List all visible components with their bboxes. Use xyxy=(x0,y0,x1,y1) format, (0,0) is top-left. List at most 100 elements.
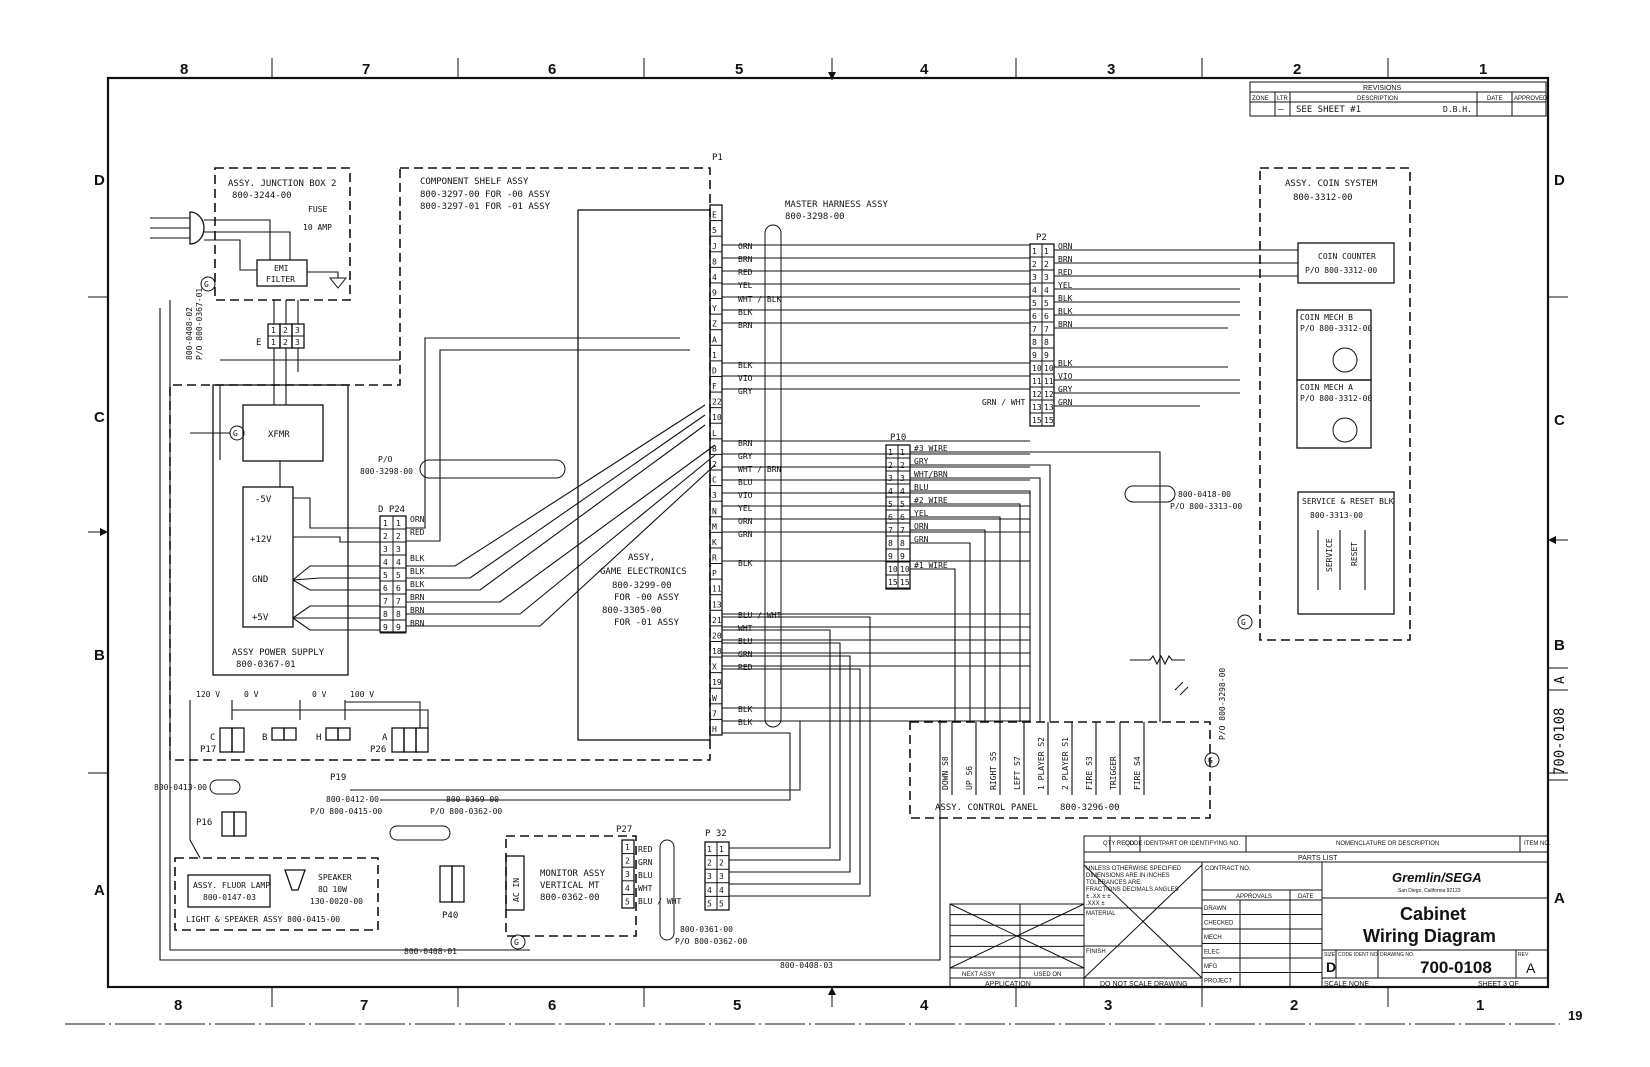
p10-pin-label: 9 xyxy=(888,552,893,561)
svg-text:BLK: BLK xyxy=(738,361,753,370)
p2-pin-label: 9 xyxy=(1032,351,1037,360)
svg-text:WHT/BRN: WHT/BRN xyxy=(914,470,948,479)
svg-text:DO NOT SCALE DRAWING: DO NOT SCALE DRAWING xyxy=(1100,981,1188,988)
p24-pin-label: 9 xyxy=(396,623,401,632)
p10-pin-label: 5 xyxy=(888,500,893,509)
svg-text:YEL: YEL xyxy=(1058,281,1073,290)
p10-pin-label: 5 xyxy=(900,500,905,509)
svg-text:C: C xyxy=(1554,412,1565,429)
p2-pin-label: 10 xyxy=(1044,364,1054,373)
svg-text:2: 2 xyxy=(283,326,288,335)
svg-text:TOLERANCES ARE:: TOLERANCES ARE: xyxy=(1086,880,1142,886)
p1-pin-label: H xyxy=(712,725,717,734)
svg-text:7: 7 xyxy=(362,61,370,78)
svg-text:A: A xyxy=(1526,960,1536,976)
svg-text:COIN COUNTER: COIN COUNTER xyxy=(1318,252,1376,261)
svg-text:P/O 800-0362-00: P/O 800-0362-00 xyxy=(675,937,747,946)
control-switch-label: TRIGGER xyxy=(1109,756,1118,790)
svg-text:REV: REV xyxy=(1518,952,1529,958)
svg-text:0 V: 0 V xyxy=(244,690,259,699)
p2-pin-label: 15 xyxy=(1044,416,1054,425)
svg-text:APPROVED: APPROVED xyxy=(1514,96,1548,102)
svg-text:D.B.H.: D.B.H. xyxy=(1443,105,1472,114)
svg-text:VIO: VIO xyxy=(738,491,753,500)
p24-pin-label: 4 xyxy=(396,558,401,567)
company-logo: Gremlin/SEGA xyxy=(1392,870,1482,885)
control-switch-label: 2 PLAYER S1 xyxy=(1061,737,1070,790)
svg-text:GRN: GRN xyxy=(914,535,929,544)
p2-pin-label: 5 xyxy=(1032,299,1037,308)
svg-text:800-0147-03: 800-0147-03 xyxy=(203,893,256,902)
svg-text:+5V: +5V xyxy=(252,613,269,623)
svg-text:WHT: WHT xyxy=(638,884,653,893)
p10-pin-label: 4 xyxy=(888,487,893,496)
p1-pin-label: C xyxy=(712,476,717,485)
p2-pin-label: 1 xyxy=(1032,247,1037,256)
svg-text:P2: P2 xyxy=(1036,233,1047,243)
svg-text:3: 3 xyxy=(295,326,300,335)
svg-text:800-0412-00: 800-0412-00 xyxy=(326,795,379,804)
emi-filter xyxy=(256,259,308,287)
bottom-wires: 800-0408-01 800-0408-03 800-0408-02 P/O … xyxy=(159,288,941,970)
p1-pin-label: Y xyxy=(712,304,717,313)
p2-pin-label: 8 xyxy=(1032,338,1037,347)
svg-text:FILTER: FILTER xyxy=(266,275,295,284)
p2-pin-label: 6 xyxy=(1044,312,1049,321)
svg-text:P/O 800-0362-00: P/O 800-0362-00 xyxy=(430,807,502,816)
svg-text:G: G xyxy=(1208,756,1213,765)
p1-pin-label: R xyxy=(712,554,717,563)
svg-text:6: 6 xyxy=(548,997,556,1014)
p1-pin-label: 2 xyxy=(712,460,717,469)
svg-text:COIN MECH A: COIN MECH A xyxy=(1300,383,1353,392)
svg-text:EMI: EMI xyxy=(274,264,289,273)
p2-pin-label: 1 xyxy=(1044,247,1049,256)
transformer: XFMR G xyxy=(190,404,324,462)
svg-text:BLK: BLK xyxy=(1058,294,1073,303)
svg-text:WHT: WHT xyxy=(738,624,753,633)
svg-text:700-0108: 700-0108 xyxy=(1552,708,1568,775)
svg-text:ASSY. FLUOR LAMP: ASSY. FLUOR LAMP xyxy=(193,881,270,890)
svg-text:GRY: GRY xyxy=(1058,385,1073,394)
power-supply-assy: -5V +12V GND +5V ASSY POWER SUPPLY 800-0… xyxy=(212,384,349,676)
svg-text:SERVICE: SERVICE xyxy=(1325,538,1334,572)
svg-text:FOR -00 ASSY: FOR -00 ASSY xyxy=(614,593,680,603)
p10-pin-label: 15 xyxy=(900,578,910,587)
p1-pin-label: P xyxy=(712,569,717,578)
p27-pin-label: 5 xyxy=(625,897,630,906)
svg-text:YEL: YEL xyxy=(738,281,753,290)
p24-pin-label: 6 xyxy=(396,584,401,593)
approval-row-label: PROJECT xyxy=(1204,979,1232,985)
p24-pin-label: 2 xyxy=(383,532,388,541)
svg-text:ASSY POWER SUPPLY: ASSY POWER SUPPLY xyxy=(232,648,325,658)
svg-text:APPLICATION: APPLICATION xyxy=(985,981,1031,988)
p10-pin-label: 7 xyxy=(888,526,893,535)
p10-pin-label: 6 xyxy=(888,513,893,522)
p10-pin-label: 3 xyxy=(900,474,905,483)
light-speaker-assy: ASSY. FLUOR LAMP 800-0147-03 SPEAKER 8Ω … xyxy=(174,857,379,931)
zone-labels: 8 7 6 5 4 3 2 1 8 7 6 5 4 3 2 1 D C B A … xyxy=(94,61,1565,1014)
p1-pin-label: M xyxy=(712,522,717,531)
p1-pin-label: N xyxy=(712,507,717,516)
p24-wiring: ORN RED BLK BLK BLK BRN BRN BRN xyxy=(292,337,716,631)
svg-text:ZONE: ZONE xyxy=(1252,96,1269,102)
svg-text:MONITOR ASSY: MONITOR ASSY xyxy=(540,869,606,879)
p32-pin-label: 4 xyxy=(707,886,712,895)
svg-text:-5V: -5V xyxy=(255,495,272,505)
svg-text:BRN: BRN xyxy=(410,593,425,602)
revisions-title: REVISIONS xyxy=(1363,85,1401,92)
p24-pin-label: 1 xyxy=(396,519,401,528)
svg-text:ORN: ORN xyxy=(1058,242,1073,251)
speaker-icon xyxy=(284,869,306,891)
svg-text:800-0408-01: 800-0408-01 xyxy=(404,947,457,956)
svg-text:120 V: 120 V xyxy=(196,690,220,699)
service-reset-block xyxy=(1297,491,1395,615)
p2-pin-label: 3 xyxy=(1032,273,1037,282)
svg-text:ORN: ORN xyxy=(914,522,929,531)
svg-text:2: 2 xyxy=(1293,61,1301,78)
p10-pin-label: 1 xyxy=(900,448,905,457)
svg-text:SHEET 3 OF: SHEET 3 OF xyxy=(1478,981,1519,988)
svg-text:YEL: YEL xyxy=(914,509,929,518)
svg-text:800-3297-00 FOR -00 ASSY: 800-3297-00 FOR -00 ASSY xyxy=(420,190,551,200)
